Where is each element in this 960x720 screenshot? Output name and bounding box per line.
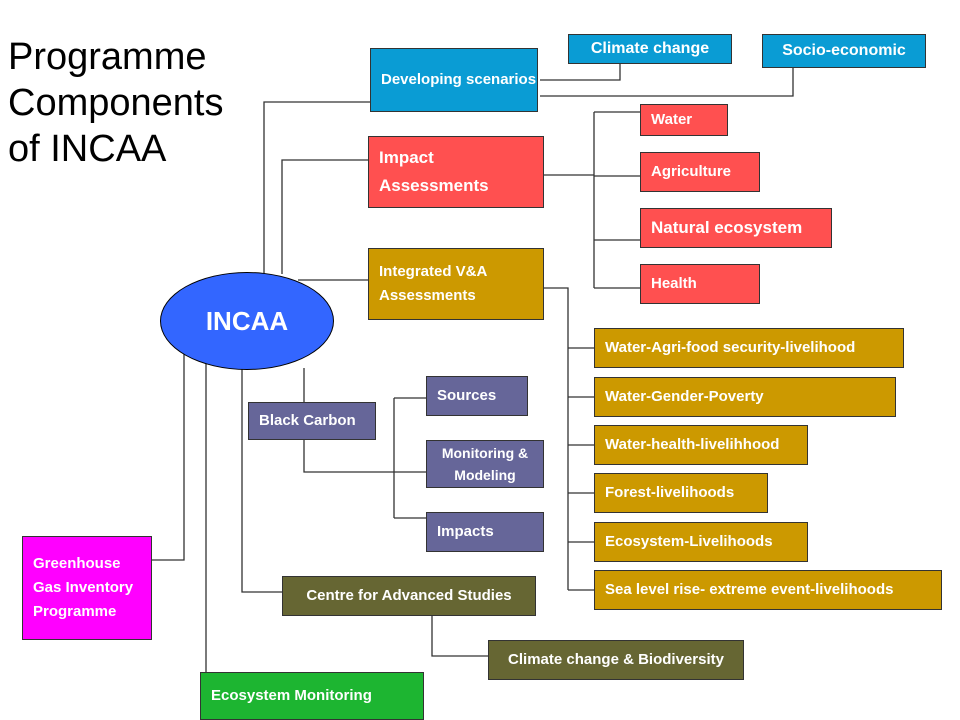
line-incaa-ghg — [152, 352, 185, 561]
line-blackcarbon-bottom — [303, 440, 426, 473]
ghg-inventory-box: Greenhouse Gas Inventory Programme — [22, 536, 152, 640]
natural-ecosystem-box: Natural ecosystem — [640, 208, 832, 248]
line-incaa-impact — [281, 159, 370, 274]
water-label: Water — [651, 111, 693, 128]
black-carbon-label: Black Carbon — [259, 412, 356, 429]
impacts-label: Impacts — [437, 523, 494, 540]
water-gender-poverty-label: Water-Gender-Poverty — [605, 388, 764, 405]
incaa-label: INCAA — [205, 305, 289, 336]
climate-change-box: Climate change — [568, 34, 732, 64]
centre-advanced-studies-box: Centre for Advanced Studies — [282, 576, 536, 616]
sources-box: Sources — [426, 376, 528, 416]
line-integrated-bracket — [544, 287, 569, 590]
line-scenarios-socio — [540, 68, 794, 97]
monitoring-modeling-box: Monitoring & Modeling — [426, 440, 544, 488]
health-label: Health — [651, 275, 697, 292]
sea-level-label: Sea level rise- extreme event-livelihood… — [605, 581, 894, 598]
developing-scenarios-label: Developing scenarios — [381, 71, 537, 88]
monitoring-modeling-label: Monitoring & Modeling — [441, 445, 529, 483]
ecosystem-livelihoods-box: Ecosystem-Livelihoods — [594, 522, 808, 562]
water-agri-food-label: Water-Agri-food security-livelihood — [605, 339, 856, 356]
sea-level-box: Sea level rise- extreme event-livelihood… — [594, 570, 942, 610]
integrated-va-label: Integrated V&A Assessments — [379, 263, 487, 304]
black-carbon-box: Black Carbon — [248, 402, 376, 440]
ecosystem-monitoring-label: Ecosystem Monitoring — [211, 687, 372, 704]
sources-label: Sources — [437, 387, 497, 404]
forest-livelihoods-label: Forest-livelihoods — [605, 484, 735, 501]
line-scenarios-climate — [540, 62, 621, 81]
impact-assessments-box: Impact Assessments — [368, 136, 544, 208]
incaa-center-node: INCAA — [160, 272, 334, 370]
agriculture-box: Agriculture — [640, 152, 760, 192]
page-title: Programme Components of INCAA — [8, 34, 223, 172]
line-incaa-centre — [241, 364, 282, 593]
integrated-va-box: Integrated V&A Assessments — [368, 248, 544, 320]
water-gender-poverty-box: Water-Gender-Poverty — [594, 377, 896, 417]
water-health-label: Water-health-livelihhood — [605, 436, 780, 453]
centre-advanced-studies-label: Centre for Advanced Studies — [306, 587, 512, 604]
cc-biodiversity-label: Climate change & Biodiversity — [508, 651, 724, 668]
title-line-1: Programme — [8, 36, 207, 78]
health-box: Health — [640, 264, 760, 304]
line-centre-biodiv — [431, 614, 490, 657]
climate-change-label: Climate change — [590, 40, 710, 57]
cc-biodiversity-box: Climate change & Biodiversity — [488, 640, 744, 680]
ghg-inventory-label: Greenhouse Gas Inventory Programme — [33, 555, 134, 620]
impact-assessments-label: Impact Assessments — [379, 148, 489, 195]
forest-livelihoods-box: Forest-livelihoods — [594, 473, 768, 513]
water-health-box: Water-health-livelihhood — [594, 425, 808, 465]
water-box: Water — [640, 104, 728, 136]
ecosystem-monitoring-box: Ecosystem Monitoring — [200, 672, 424, 720]
line-incaa-developing — [263, 101, 370, 278]
socio-economic-label: Socio-economic — [782, 42, 906, 59]
title-line-2: Components — [8, 82, 224, 124]
socio-economic-box: Socio-economic — [762, 34, 926, 68]
agriculture-label: Agriculture — [651, 163, 732, 180]
impacts-box: Impacts — [426, 512, 544, 552]
natural-ecosystem-label: Natural ecosystem — [651, 218, 803, 237]
title-line-3: of INCAA — [8, 128, 167, 170]
ecosystem-livelihoods-label: Ecosystem-Livelihoods — [605, 533, 773, 550]
water-agri-food-box: Water-Agri-food security-livelihood — [594, 328, 904, 368]
developing-scenarios-box: Developing scenarios — [370, 48, 538, 112]
